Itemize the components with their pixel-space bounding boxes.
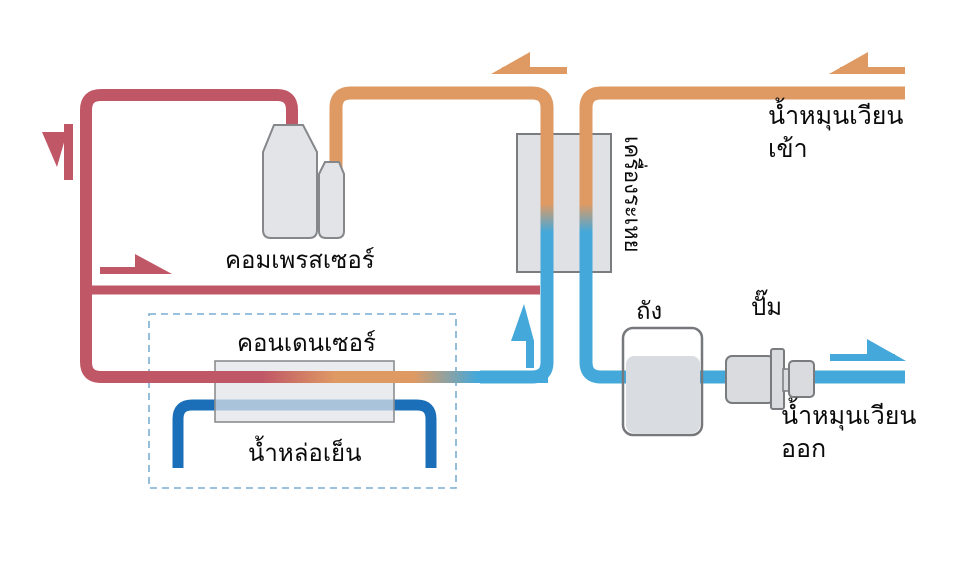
circulating-water-out-line1: น้ำหมุนเวียน: [781, 402, 917, 430]
condenser-label: คอนเดนเซอร์: [237, 330, 376, 357]
cold-flow-right-arrow-icon: [830, 339, 906, 361]
circulating-water-out-line2: ออก: [781, 435, 827, 463]
circulating-water-out-label: น้ำหมุนเวียน ออก: [781, 400, 917, 466]
compressor-small-vessel: [318, 161, 345, 239]
pump-body: [725, 355, 775, 404]
evaporator-label: เครื่องระเหย: [620, 136, 645, 253]
hot-flow-down-arrow-icon: [42, 124, 73, 180]
condenser-box: [214, 360, 395, 423]
circulating-water-pipe: [579, 86, 905, 384]
tank-liquid: [626, 356, 700, 433]
circulating-water-in-label: น้ำหมุนเวียน เข้า: [768, 100, 904, 166]
tank-label: ถัง: [636, 298, 663, 325]
compressor-label: คอมเพรสเซอร์: [225, 247, 375, 274]
cold-flow-up-arrow-icon: [511, 304, 534, 368]
circulating-water-in-line1: น้ำหมุนเวียน: [768, 102, 904, 130]
hot-gas-pipe: [80, 89, 298, 383]
compressor-main-vessel: [262, 124, 318, 239]
circulating-water-in-line2: เข้า: [768, 135, 808, 163]
cooling-water-label: น้ำหล่อเย็น: [248, 440, 362, 467]
warm-flow-left-arrow-right-icon: [829, 52, 905, 74]
tank-body: [621, 326, 704, 437]
warm-flow-left-arrow-center-icon: [491, 52, 567, 74]
evaporator-box: [516, 133, 612, 273]
hot-flow-right-arrow-icon: [100, 254, 172, 274]
pump-outlet-block: [788, 360, 815, 398]
refrigerant-evaporator-pipe: [329, 86, 554, 384]
pump-label: ปั๊ม: [751, 294, 783, 321]
